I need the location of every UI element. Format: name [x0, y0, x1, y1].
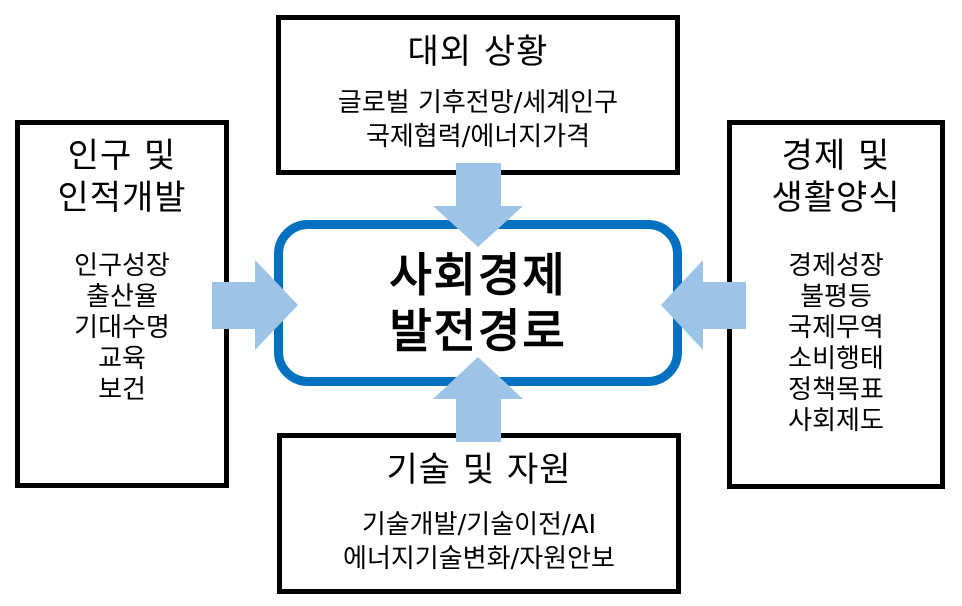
population-development-items: 인구성장 출산율 기대수명 교육 보건 — [20, 251, 224, 406]
external-situation-box: 대외 상황 글로벌 기후전망/세계인구 국제협력/에너지가격 — [276, 15, 680, 175]
external-situation-title: 대외 상황 — [407, 32, 549, 72]
economy-lifestyle-title: 경제 및 생활양식 — [771, 136, 901, 218]
socioeconomic-pathway-title: 사회경제 발전경로 — [389, 248, 567, 358]
economy-lifestyle-item: 정책목표 — [788, 375, 884, 405]
external-situation-items: 글로벌 기후전망/세계인구 국제협력/에너지가격 — [281, 86, 675, 154]
population-development-item: 기대수명 — [74, 313, 170, 343]
economy-lifestyle-item: 사회제도 — [788, 406, 884, 436]
population-development-item: 출산율 — [86, 282, 158, 312]
population-development-item: 인구성장 — [74, 251, 170, 281]
economy-lifestyle-item: 불평등 — [800, 282, 872, 312]
economy-lifestyle-box: 경제 및 생활양식 경제성장 불평등 국제무역 소비행태 정책목표 사회제도 — [727, 120, 945, 489]
economy-lifestyle-items: 경제성장 불평등 국제무역 소비행태 정책목표 사회제도 — [732, 251, 940, 437]
economy-lifestyle-item: 소비행태 — [788, 344, 884, 374]
population-development-title: 인구 및 인적개발 — [57, 136, 187, 218]
technology-resources-items: 기술개발/기술이전/AI 에너지기술변화/자원안보 — [282, 508, 676, 576]
external-situation-item: 국제협력/에너지가격 — [365, 122, 591, 152]
population-development-item: 보건 — [98, 375, 146, 405]
technology-resources-item: 에너지기술변화/자원안보 — [343, 544, 615, 574]
population-development-item: 교육 — [98, 344, 146, 374]
technology-resources-box: 기술 및 자원 기술개발/기술이전/AI 에너지기술변화/자원안보 — [277, 433, 681, 594]
external-situation-item: 글로벌 기후전망/세계인구 — [337, 88, 619, 118]
technology-resources-item: 기술개발/기술이전/AI — [361, 510, 597, 540]
socioeconomic-pathway-box: 사회경제 발전경로 — [274, 220, 682, 386]
population-development-box: 인구 및 인적개발 인구성장 출산율 기대수명 교육 보건 — [15, 120, 229, 488]
economy-lifestyle-item: 경제성장 — [788, 251, 884, 281]
technology-resources-title: 기술 및 자원 — [386, 450, 572, 490]
economy-lifestyle-item: 국제무역 — [788, 313, 884, 343]
